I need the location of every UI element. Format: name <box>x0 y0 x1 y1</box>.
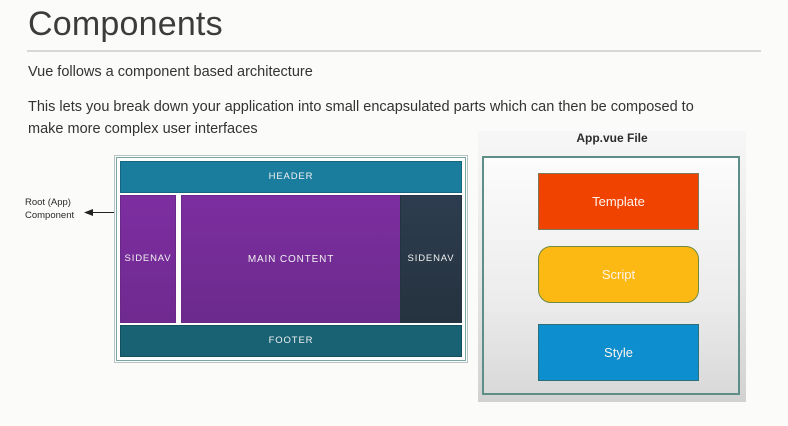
sidenav-left-label: SIDENAV <box>124 252 172 264</box>
script-block: Script <box>538 246 699 303</box>
diagram-inner: HEADER SIDENAV MAIN CONTENT SIDENAV FOOT… <box>120 161 462 357</box>
style-block: Style <box>538 324 699 381</box>
annotation-line-2: Component <box>25 210 75 221</box>
header-block-label: HEADER <box>268 170 314 182</box>
diagram-main-content-block: MAIN CONTENT <box>181 195 400 323</box>
app-vue-caption: App.vue File <box>576 131 648 145</box>
annotation-line-1: Root (App) <box>25 197 71 208</box>
diagram-middle-row: SIDENAV MAIN CONTENT SIDENAV <box>120 195 462 323</box>
app-vue-frame: Template Script Style <box>482 156 740 395</box>
style-block-label: Style <box>604 345 633 360</box>
root-component-annotation: Root (App) Component <box>25 196 103 222</box>
title-divider <box>27 50 761 52</box>
footer-block-label: FOOTER <box>268 334 314 346</box>
template-block-label: Template <box>592 194 645 209</box>
main-content-label: MAIN CONTENT <box>247 253 335 265</box>
diagram-sidenav-right-block: SIDENAV <box>400 195 462 323</box>
diagram-sidenav-left-block: SIDENAV <box>120 195 176 323</box>
sidenav-right-label: SIDENAV <box>407 252 455 264</box>
page-title: Components <box>28 5 223 43</box>
diagram-footer-block: FOOTER <box>120 325 462 357</box>
root-component-diagram: HEADER SIDENAV MAIN CONTENT SIDENAV FOOT… <box>114 155 468 363</box>
script-block-label: Script <box>601 267 636 282</box>
template-block: Template <box>538 173 699 230</box>
body-paragraph: This lets you break down your applicatio… <box>28 99 694 137</box>
left-arrow-icon <box>84 209 116 216</box>
lead-text: Vue follows a component based architectu… <box>28 64 313 80</box>
diagram-header-block: HEADER <box>120 161 462 193</box>
